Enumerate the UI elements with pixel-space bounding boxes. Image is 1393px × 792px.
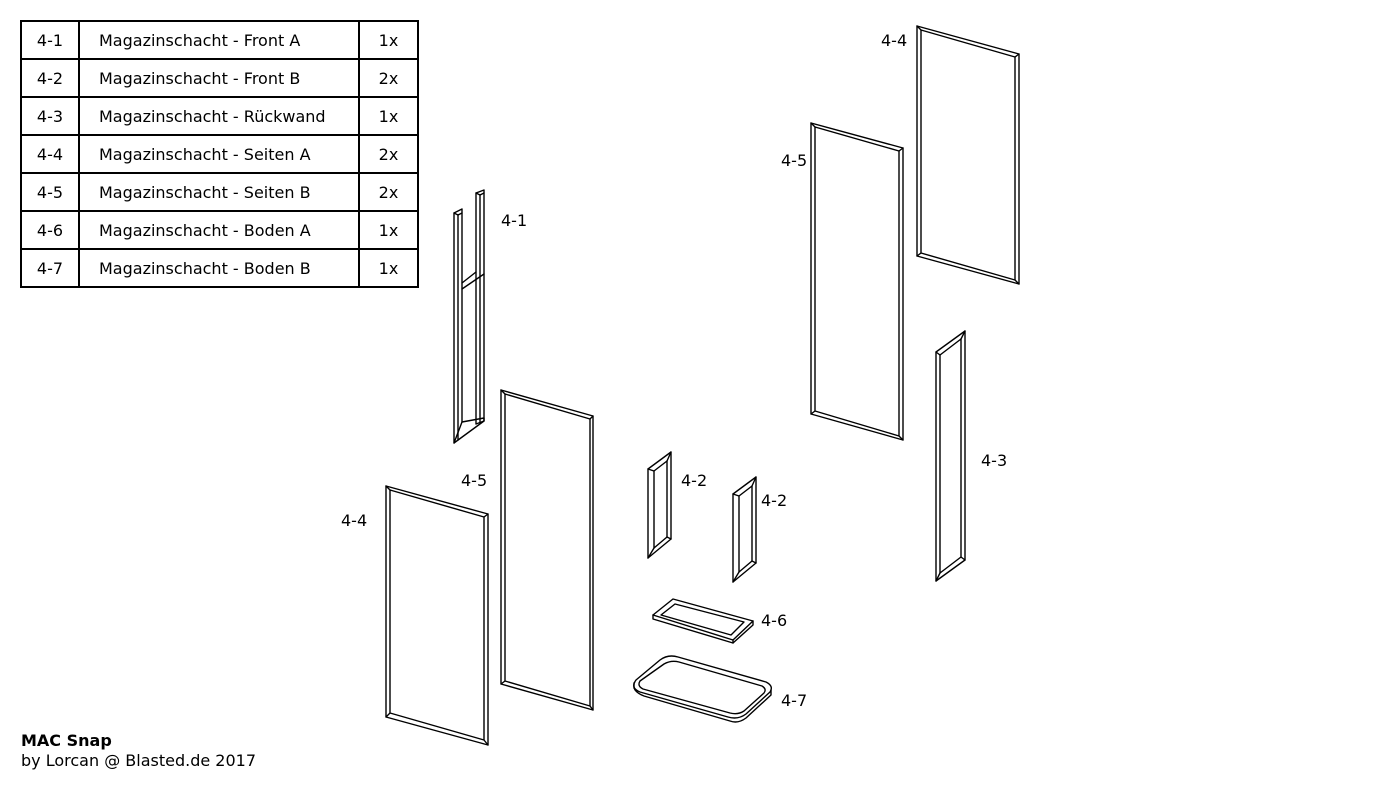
part-4-1-strip-b [461,189,485,425]
part-4-6-floor-plate [652,598,754,644]
table-row: 4-1 Magazinschacht - Front A 1x [20,20,419,60]
part-id: 4-1 [20,20,80,60]
part-name: Magazinschacht - Front B [78,58,360,98]
part-4-4-panel-right [916,25,1020,285]
table-row: 4-7 Magazinschacht - Boden B 1x [20,248,419,288]
part-id: 4-7 [20,248,80,288]
part-4-5-panel-left [500,389,594,711]
part-4-7-floor-frame [633,655,773,723]
callout-4-7: 4-7 [781,691,808,710]
part-id: 4-6 [20,210,80,250]
part-name: Magazinschacht - Rückwand [78,96,360,136]
table-row: 4-2 Magazinschacht - Front B 2x [20,58,419,98]
part-id: 4-4 [20,134,80,174]
part-qty: 1x [358,210,419,250]
callout-4-3: 4-3 [981,451,1008,470]
part-4-2-frame-a [647,451,672,559]
part-name: Magazinschacht - Boden B [78,248,360,288]
callout-4-4-right: 4-4 [881,31,908,50]
part-name: Magazinschacht - Seiten A [78,134,360,174]
table-row: 4-3 Magazinschacht - Rückwand 1x [20,96,419,136]
part-qty: 1x [358,96,419,136]
callout-4-6: 4-6 [761,611,788,630]
part-qty: 2x [358,172,419,212]
part-qty: 1x [358,248,419,288]
table-row: 4-6 Magazinschacht - Boden A 1x [20,210,419,250]
part-4-4-panel-left [385,485,489,746]
callout-4-2-a: 4-2 [681,471,708,490]
table-row: 4-5 Magazinschacht - Seiten B 2x [20,172,419,212]
part-qty: 1x [358,20,419,60]
part-4-2-frame-b [732,476,757,583]
part-4-5-panel-right [810,122,904,441]
callout-4-2-b: 4-2 [761,491,788,510]
callout-4-4-left: 4-4 [341,511,368,530]
callout-4-1: 4-1 [501,211,528,230]
part-4-3-back-wall [935,330,966,582]
part-id: 4-3 [20,96,80,136]
part-id: 4-5 [20,172,80,212]
parts-table: 4-1 Magazinschacht - Front A 1x 4-2 Maga… [20,20,419,288]
table-row: 4-4 Magazinschacht - Seiten A 2x [20,134,419,174]
callout-4-5-left: 4-5 [461,471,488,490]
credit-author: by Lorcan @ Blasted.de 2017 [21,751,256,770]
callout-4-5-right: 4-5 [781,151,808,170]
part-qty: 2x [358,58,419,98]
part-name: Magazinschacht - Front A [78,20,360,60]
part-id: 4-2 [20,58,80,98]
credit-title: MAC Snap [21,731,112,750]
part-name: Magazinschacht - Boden A [78,210,360,250]
part-qty: 2x [358,134,419,174]
part-name: Magazinschacht - Seiten B [78,172,360,212]
